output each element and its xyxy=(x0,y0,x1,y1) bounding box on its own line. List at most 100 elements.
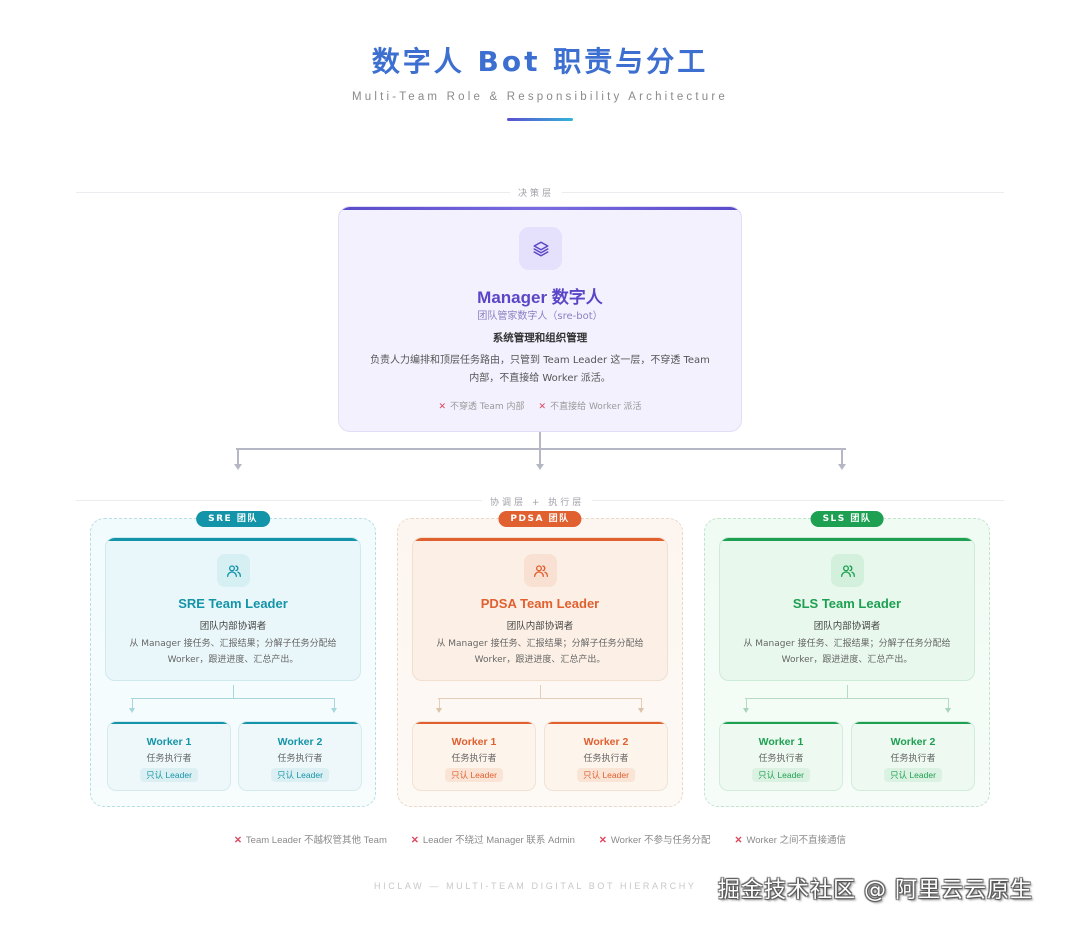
arrow-down-icon xyxy=(436,708,442,713)
worker-tag: 只认 Leader xyxy=(140,768,198,782)
team-badge: SRE 团队 xyxy=(196,511,270,527)
arrow-down-icon xyxy=(743,708,749,713)
worker-tag: 只认 Leader xyxy=(752,768,810,782)
global-rules: ✕Team Leader 不越权管其他 Team ✕Leader 不绕过 Man… xyxy=(0,832,1080,846)
watermark: 掘金技术社区 @ 阿里云云原生 xyxy=(718,878,1033,903)
manager-title: Manager 数字人 xyxy=(477,288,603,307)
connector-line xyxy=(841,449,843,465)
layer-label-coordination: 协调层 + 执行层 xyxy=(482,495,593,508)
team-badge: SLS 团队 xyxy=(810,511,884,527)
worker-card: Worker 1 任务执行者 只认 Leader xyxy=(412,721,536,791)
worker-title: Worker 2 xyxy=(583,736,629,748)
card-accent-bar xyxy=(106,538,360,541)
card-accent-bar xyxy=(239,722,361,724)
team-leader-card: SLS Team Leader 团队内部协调者 从 Manager 接任务、汇报… xyxy=(719,537,975,681)
team-leader-card: PDSA Team Leader 团队内部协调者 从 Manager 接任务、汇… xyxy=(412,537,668,681)
worker-card: Worker 2 任务执行者 只认 Leader xyxy=(544,721,668,791)
arrow-down-icon xyxy=(129,708,135,713)
rule-item: ✕Leader 不绕过 Manager 联系 Admin xyxy=(410,835,575,846)
card-accent-bar xyxy=(413,538,667,541)
users-icon xyxy=(831,554,864,587)
worker-title: Worker 2 xyxy=(890,736,936,748)
connector-line xyxy=(132,698,133,708)
card-accent-bar xyxy=(720,538,974,541)
worker-tag: 只认 Leader xyxy=(271,768,329,782)
rule-item: ✕Worker 不参与任务分配 xyxy=(598,835,711,846)
worker-title: Worker 2 xyxy=(277,736,323,748)
leader-description: 从 Manager 接任务、汇报结果；分解子任务分配给 Worker，跟进进度、… xyxy=(129,639,337,665)
layers-icon xyxy=(519,227,562,270)
worker-subtitle: 任务执行者 xyxy=(583,754,629,764)
leader-subtitle: 团队内部协调者 xyxy=(199,621,267,632)
arrow-down-icon xyxy=(234,464,242,470)
arrow-down-icon xyxy=(331,708,337,713)
cross-icon: ✕ xyxy=(438,402,447,412)
cross-icon: ✕ xyxy=(410,835,419,846)
connector-line xyxy=(237,449,239,465)
worker-tag: 只认 Leader xyxy=(577,768,635,782)
worker-title: Worker 1 xyxy=(758,736,804,748)
worker-subtitle: 任务执行者 xyxy=(451,754,497,764)
manager-heading: 系统管理和组织管理 xyxy=(492,332,588,344)
worker-tag: 只认 Leader xyxy=(445,768,503,782)
connector-line xyxy=(540,685,541,698)
connector-line xyxy=(236,448,846,450)
manager-description: 负责人力编排和顶层任务路由，只管到 Team Leader 这一层，不穿透 Te… xyxy=(370,355,710,384)
connector-line xyxy=(539,449,541,465)
worker-card: Worker 1 任务执行者 只认 Leader xyxy=(107,721,231,791)
card-accent-bar xyxy=(852,722,974,724)
arrow-down-icon xyxy=(638,708,644,713)
leader-subtitle: 团队内部协调者 xyxy=(506,621,574,632)
manager-rules: ✕不穿透 Team 内部 ✕不直接给 Worker 派活 xyxy=(339,399,741,412)
manager-rule: ✕不直接给 Worker 派活 xyxy=(538,402,642,412)
team-group-sre: SRE 团队 SRE Team Leader 团队内部协调者 从 Manager… xyxy=(90,511,376,807)
connector-line xyxy=(131,698,335,699)
cross-icon: ✕ xyxy=(598,835,607,846)
connector-line xyxy=(641,698,642,708)
worker-subtitle: 任务执行者 xyxy=(890,754,936,764)
manager-rule: ✕不穿透 Team 内部 xyxy=(438,402,525,412)
team-leader-card: SRE Team Leader 团队内部协调者 从 Manager 接任务、汇报… xyxy=(105,537,361,681)
footer-caption: HICLAW — MULTI-TEAM DIGITAL BOT HIERARCH… xyxy=(374,881,697,891)
cross-icon: ✕ xyxy=(734,835,743,846)
leader-subtitle: 团队内部协调者 xyxy=(813,621,881,632)
card-accent-bar xyxy=(545,722,667,724)
rule-item: ✕Worker 之间不直接通信 xyxy=(734,835,847,846)
worker-subtitle: 任务执行者 xyxy=(758,754,804,764)
page-title: 数字人 Bot 职责与分工 xyxy=(371,45,709,78)
manager-subtitle: 团队管家数字人（sre-bot） xyxy=(477,311,603,322)
card-accent-bar xyxy=(339,207,741,210)
page-subtitle: Multi-Team Role & Responsibility Archite… xyxy=(351,91,728,103)
card-accent-bar xyxy=(720,722,842,724)
team-group-pdsa: PDSA 团队 PDSA Team Leader 团队内部协调者 从 Manag… xyxy=(397,511,683,807)
worker-title: Worker 1 xyxy=(146,736,192,748)
leader-title: SRE Team Leader xyxy=(178,596,288,611)
card-accent-bar xyxy=(413,722,535,724)
users-icon xyxy=(524,554,557,587)
connector-line xyxy=(847,685,848,698)
leader-title: PDSA Team Leader xyxy=(480,596,600,611)
team-group-sls: SLS 团队 SLS Team Leader 团队内部协调者 从 Manager… xyxy=(704,511,990,807)
rule-item: ✕Team Leader 不越权管其他 Team xyxy=(233,835,387,846)
leader-description: 从 Manager 接任务、汇报结果；分解子任务分配给 Worker，跟进进度、… xyxy=(743,639,951,665)
connector-line xyxy=(539,432,541,449)
leader-title: SLS Team Leader xyxy=(792,596,902,611)
arrow-down-icon xyxy=(945,708,951,713)
worker-title: Worker 1 xyxy=(451,736,497,748)
worker-subtitle: 任务执行者 xyxy=(146,754,192,764)
worker-card: Worker 2 任务执行者 只认 Leader xyxy=(238,721,362,791)
title-underline xyxy=(507,118,573,121)
connector-line xyxy=(334,698,335,708)
worker-card: Worker 1 任务执行者 只认 Leader xyxy=(719,721,843,791)
team-badge: PDSA 团队 xyxy=(498,511,582,527)
card-accent-bar xyxy=(108,722,230,724)
connector-line xyxy=(746,698,747,708)
connector-line xyxy=(233,685,234,698)
leader-description: 从 Manager 接任务、汇报结果；分解子任务分配给 Worker，跟进进度、… xyxy=(436,639,644,665)
connector-line xyxy=(439,698,440,708)
connector-line xyxy=(745,698,949,699)
cross-icon: ✕ xyxy=(538,402,547,412)
users-icon xyxy=(217,554,250,587)
connector-line xyxy=(948,698,949,708)
connector-line xyxy=(438,698,642,699)
